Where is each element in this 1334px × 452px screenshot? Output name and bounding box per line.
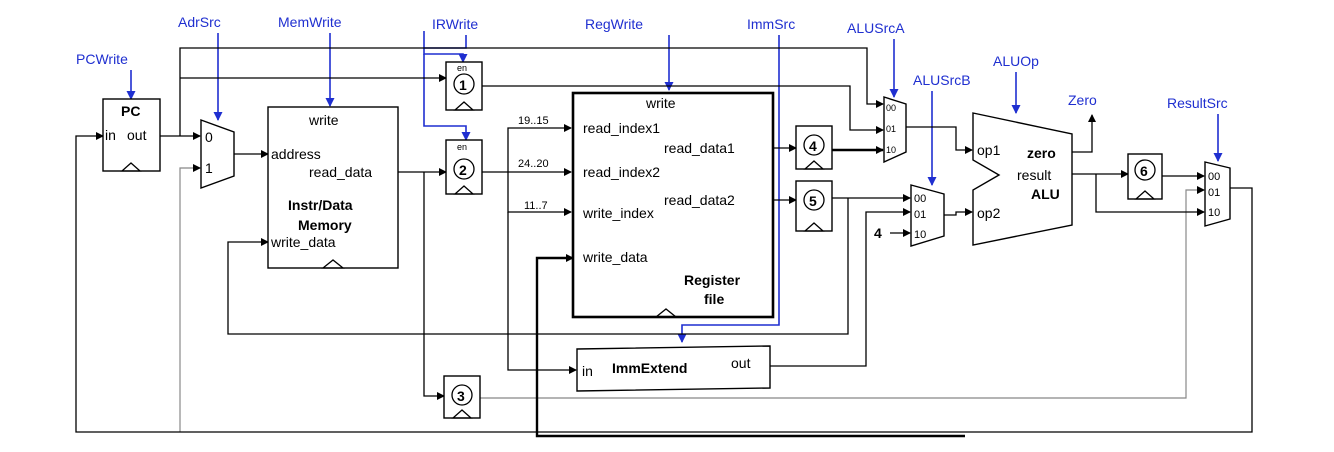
alusrca-in10: 10 bbox=[886, 145, 896, 155]
alusrcb-to-op2-wire bbox=[944, 208, 973, 216]
resultsrc-label: ResultSrc bbox=[1167, 95, 1228, 111]
irwrite-wire bbox=[423, 31, 467, 49]
immextend-name: ImmExtend bbox=[612, 360, 687, 376]
pc-title: PC bbox=[121, 103, 140, 119]
zero-label: Zero bbox=[1068, 92, 1097, 108]
result-to-regfile-write-data-wire bbox=[535, 254, 965, 438]
reg5-number: 5 bbox=[809, 193, 817, 209]
reg5-to-memory-write-data-wire bbox=[227, 198, 849, 335]
resultsrc-in00: 00 bbox=[1208, 171, 1220, 183]
memory-write-label: write bbox=[308, 112, 339, 128]
alusrcb-mux: 00 01 10 bbox=[910, 184, 945, 247]
alusrcb-in10: 10 bbox=[914, 229, 926, 241]
reg3-number: 3 bbox=[457, 388, 465, 404]
pc-to-alusrca-wire bbox=[179, 47, 884, 136]
reg2-to-immextend-wire bbox=[507, 212, 577, 374]
resultsrc-in01: 01 bbox=[1208, 187, 1220, 199]
instr-data-memory: write address read_data Instr/Data Memor… bbox=[267, 106, 399, 269]
adrsrc-label: AdrSrc bbox=[178, 14, 221, 30]
reg2-to-read-index1-wire bbox=[507, 124, 572, 172]
result-to-adrmux-wire bbox=[179, 164, 201, 432]
reg4-number: 4 bbox=[809, 138, 817, 154]
adrmux-in0: 0 bbox=[205, 129, 213, 145]
alusrcb-in00: 00 bbox=[914, 193, 926, 205]
resultsrc-mux: 00 01 10 bbox=[1204, 161, 1231, 227]
register-6: 6 bbox=[1127, 153, 1163, 200]
result-bus-wire bbox=[75, 132, 1253, 433]
alu-zero-output-label: zero bbox=[1027, 145, 1056, 161]
regfile-name-line2: file bbox=[704, 291, 724, 307]
memwrite-label: MemWrite bbox=[278, 14, 342, 30]
regfile-read-data2-label: read_data2 bbox=[664, 192, 735, 208]
memory-to-reg3-wire bbox=[423, 172, 445, 400]
register-2: en 2 bbox=[445, 139, 483, 195]
pc-in-label: in bbox=[105, 127, 116, 143]
alu-zero-wire bbox=[1072, 114, 1096, 153]
register-1: en 1 bbox=[445, 61, 483, 111]
regfile-write-label: write bbox=[645, 95, 676, 111]
immextend-in-label: in bbox=[582, 363, 593, 379]
irwrite-label: IRWrite bbox=[432, 16, 478, 32]
reg2-en-label: en bbox=[457, 142, 467, 152]
field-11-7: 11..7 bbox=[524, 200, 548, 212]
memory-name-line2: Memory bbox=[298, 217, 352, 233]
aluop-label: ALUOp bbox=[993, 53, 1039, 69]
pc-out-label: out bbox=[127, 127, 147, 143]
alu-op1-label: op1 bbox=[977, 142, 1001, 158]
irwrite-en2-arrow bbox=[423, 54, 471, 141]
reg3-to-resultsrc-wire bbox=[480, 186, 1205, 399]
pcwrite-label: PCWrite bbox=[76, 51, 128, 67]
pc-register: PC in out bbox=[102, 98, 161, 172]
alusrca-in01: 01 bbox=[886, 124, 896, 134]
regfile-write-index-label: write_index bbox=[582, 205, 654, 221]
reg2-number: 2 bbox=[459, 162, 467, 178]
alusrca-mux: 00 01 10 bbox=[883, 96, 907, 164]
memory-read-data-label: read_data bbox=[309, 164, 372, 180]
const-4: 4 bbox=[874, 225, 882, 241]
resultsrc-in10: 10 bbox=[1208, 207, 1220, 219]
immextend-to-alusrcb-wire bbox=[770, 208, 911, 367]
adrmux-in1: 1 bbox=[205, 160, 213, 176]
alu-to-resultsrc-wire bbox=[1095, 174, 1205, 216]
irwrite-en1-arrow bbox=[423, 48, 468, 63]
alu: op1 op2 zero result ALU bbox=[972, 112, 1073, 246]
alusrca-to-op1-wire bbox=[906, 126, 973, 154]
regfile-read-index1-label: read_index1 bbox=[583, 120, 660, 136]
alusrcb-label: ALUSrcB bbox=[913, 72, 971, 88]
reg1-to-alusrca-wire bbox=[482, 85, 884, 134]
alu-name: ALU bbox=[1031, 186, 1060, 202]
regwrite-label: RegWrite bbox=[585, 16, 643, 32]
immextend-out-label: out bbox=[731, 355, 751, 371]
reg1-number: 1 bbox=[459, 77, 467, 93]
register-3: 3 bbox=[443, 375, 481, 419]
memory-address-label: address bbox=[271, 146, 321, 162]
regfile-write-data-label: write_data bbox=[582, 249, 648, 265]
memory-name-line1: Instr/Data bbox=[288, 197, 353, 213]
immsrc-label: ImmSrc bbox=[747, 16, 795, 32]
register-file: write read_index1 read_data1 read_index2… bbox=[571, 91, 775, 319]
regfile-read-data1-label: read_data1 bbox=[664, 140, 735, 156]
alu-result-label: result bbox=[1017, 167, 1051, 183]
memory-write-data-label: write_data bbox=[270, 234, 336, 250]
regfile-name-line1: Register bbox=[684, 272, 741, 288]
register-4: 4 bbox=[795, 125, 833, 170]
register-5: 5 bbox=[795, 180, 833, 232]
adrsrc-mux: 0 1 bbox=[200, 119, 235, 189]
field-24-20: 24..20 bbox=[518, 158, 549, 170]
immextend-unit: in ImmExtend out bbox=[576, 345, 771, 392]
reg1-en-label: en bbox=[457, 63, 467, 73]
field-19-15: 19..15 bbox=[518, 115, 549, 127]
regfile-read-index2-label: read_index2 bbox=[583, 164, 660, 180]
reg6-number: 6 bbox=[1140, 163, 1148, 179]
alusrcb-in01: 01 bbox=[914, 209, 926, 221]
alusrca-label: ALUSrcA bbox=[847, 20, 905, 36]
alusrca-in00: 00 bbox=[886, 103, 896, 113]
alu-op2-label: op2 bbox=[977, 205, 1001, 221]
